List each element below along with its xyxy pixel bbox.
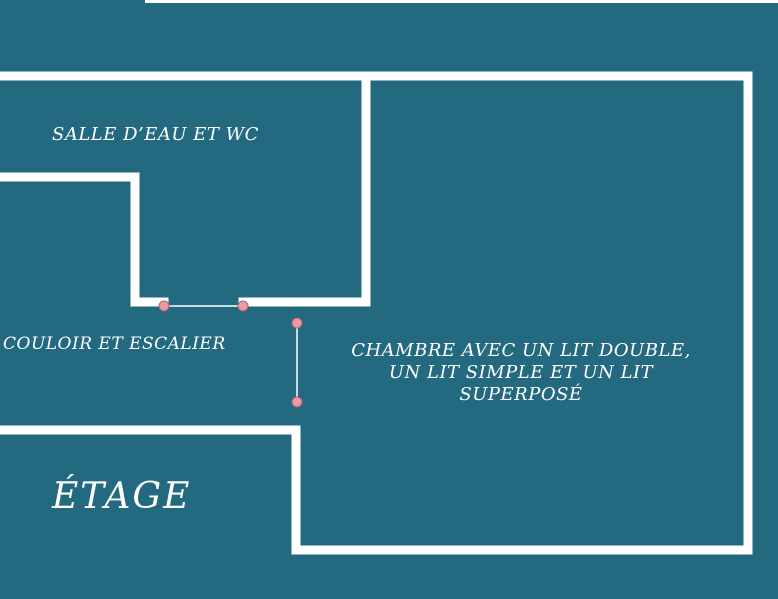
room-label-bathroom: SALLE D’EAU ET WC <box>52 124 259 145</box>
walls <box>0 71 753 555</box>
hinge <box>158 300 170 312</box>
hinge <box>291 396 303 408</box>
room-label-bedroom: CHAMBRE AVEC UN LIT DOUBLE, UN LIT SIMPL… <box>316 340 726 406</box>
doors <box>164 305 298 402</box>
bedroom-label-line: SUPERPOSÉ <box>459 384 583 405</box>
door-hinges <box>158 300 303 408</box>
floor-title: ÉTAGE <box>52 476 192 517</box>
room-label-corridor: COULOIR ET ESCALIER <box>3 334 226 354</box>
bedroom-label-line: UN LIT SIMPLE ET UN LIT <box>388 362 654 383</box>
hinge <box>291 317 303 329</box>
bedroom-label-line: CHAMBRE AVEC UN LIT DOUBLE, <box>351 340 691 361</box>
hinge <box>237 300 249 312</box>
top-wall-strip <box>145 0 778 3</box>
